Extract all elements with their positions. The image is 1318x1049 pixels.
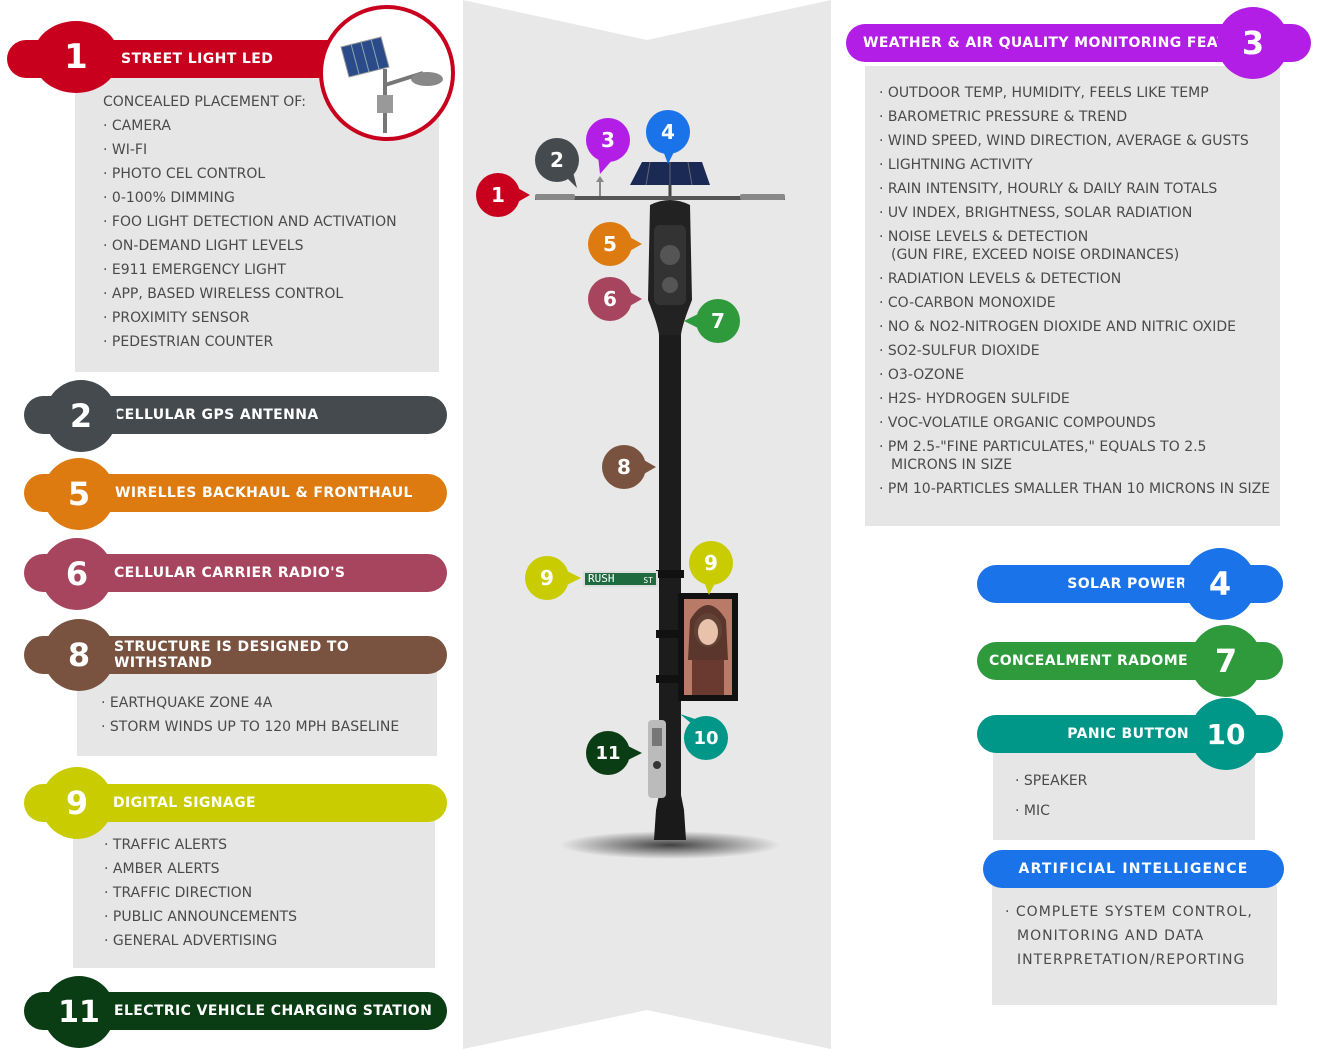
list-item: ON-DEMAND LIGHT LEVELS [103,234,397,258]
list-item: RADIATION LEVELS & DETECTION [879,267,1270,291]
digital-signage-list: TRAFFIC ALERTS AMBER ALERTS TRAFFIC DIRE… [104,833,297,953]
street-sign: RUSH ST [583,571,658,587]
list-item: UV INDEX, BRIGHTNESS, SOLAR RADIATION [879,201,1270,225]
list-item: COMPLETE SYSTEM CONTROL, [1005,900,1253,924]
list-item: VOC-VOLATILE ORGANIC COMPOUNDS [879,411,1270,435]
street-light-list: CONCEALED PLACEMENT OF: CAMERA WI-FI PHO… [103,90,397,354]
list-item: PHOTO CEL CONTROL [103,162,397,186]
backhaul-title: WIRELLES BACKHAUL & FRONTHAUL [115,485,413,501]
list-item: PM 10-PARTICLES SMALLER THAN 10 MICRONS … [879,477,1270,501]
pin-9-sign: 9 [525,556,585,600]
list-item: O3-OZONE [879,363,1270,387]
badge-6: 6 [41,538,113,610]
list-item: TRAFFIC DIRECTION [104,881,297,905]
list-item: EARTHQUAKE ZONE 4A [101,691,399,715]
pin-11: 11 [586,731,646,775]
ev-charging-title: ELECTRIC VEHICLE CHARGING STATION [114,1003,433,1019]
list-item: STORM WINDS UP TO 120 MPH BASELINE [101,715,399,739]
badge-3: 3 [1217,7,1289,79]
street-light-intro: CONCEALED PLACEMENT OF: [103,94,306,110]
badge-11: 11 [43,976,115,1048]
structure-list: EARTHQUAKE ZONE 4A STORM WINDS UP TO 120… [101,691,399,739]
pin-2: 2 [535,138,579,194]
list-item: E911 EMERGENCY LIGHT [103,258,397,282]
ai-banner: ARTIFICIAL INTELLIGENCE [983,850,1284,888]
list-item: WI-FI [103,138,397,162]
street-light-title: STREET LIGHT LED [121,51,274,67]
pin-5: 5 [588,222,644,266]
ai-list: COMPLETE SYSTEM CONTROL, MONITORING AND … [1005,900,1253,972]
badge-1: 1 [33,21,119,93]
badge-10: 10 [1190,698,1262,770]
panic-button-title: PANIC BUTTON [1067,726,1189,742]
solar-light-icon [340,36,443,133]
carrier-radio-title: CELLULAR CARRIER RADIO'S [114,565,346,581]
pin-6: 6 [588,277,644,321]
list-item: AMBER ALERTS [104,857,297,881]
structure-title: STRUCTURE IS DESIGNED TO WITHSTAND [114,639,350,671]
street-sign-suffix: ST [643,576,653,585]
list-item-continuation: (GUN FIRE, EXCEED NOISE ORDINANCES) [891,247,1180,263]
badge-8: 8 [43,619,115,691]
badge-4: 4 [1184,548,1256,620]
list-item-continuation: MICRONS IN SIZE [891,457,1013,473]
pin-3: 3 [586,118,630,174]
street-sign-name: RUSH [588,572,615,585]
gps-antenna-title: CELLULAR GPS ANTENNA [114,407,319,423]
list-item: OUTDOOR TEMP, HUMIDITY, FEELS LIKE TEMP [879,81,1270,105]
badge-2: 2 [45,380,117,452]
ai-title: ARTIFICIAL INTELLIGENCE [1018,861,1249,877]
list-item: PUBLIC ANNOUNCEMENTS [104,905,297,929]
pin-1: 1 [476,173,532,217]
list-item: BAROMETRIC PRESSURE & TREND [879,105,1270,129]
list-item: PM 2.5-"FINE PARTICULATES," EQUALS TO 2.… [879,438,1270,456]
list-item: PROXIMITY SENSOR [103,306,397,330]
list-item: FOO LIGHT DETECTION AND ACTIVATION [103,210,397,234]
center-ribbon [463,0,831,1049]
badge-7: 7 [1190,625,1262,697]
list-item: SPEAKER [1015,766,1088,796]
smart-pole-illustration [535,161,785,859]
list-item: SO2-SULFUR DIOXIDE [879,339,1270,363]
pin-8: 8 [602,445,658,489]
list-item-continuation: INTERPRETATION/REPORTING [1017,952,1246,968]
badge-5: 5 [43,458,115,530]
pin-7: 7 [684,299,744,343]
pin-10: 10 [680,712,728,762]
list-item: 0-100% DIMMING [103,186,397,210]
list-item: CAMERA [103,114,397,138]
weather-title: WEATHER & AIR QUALITY MONITORING FEATURE… [863,35,1271,51]
pin-9-screen: 9 [689,541,733,597]
list-item: CO-CARBON MONOXIDE [879,291,1270,315]
list-item-continuation: MONITORING AND DATA [1017,928,1205,944]
list-item: WIND SPEED, WIND DIRECTION, AVERAGE & GU… [879,129,1270,153]
solar-power-title: SOLAR POWER [1067,576,1187,592]
list-item: NOISE LEVELS & DETECTION [879,228,1270,246]
list-item: PEDESTRIAN COUNTER [103,330,397,354]
weather-list: OUTDOOR TEMP, HUMIDITY, FEELS LIKE TEMP … [879,81,1270,501]
panic-button-list: SPEAKER MIC [1015,766,1088,826]
list-item: LIGHTNING ACTIVITY [879,153,1270,177]
list-item: NO & NO2-NITROGEN DIOXIDE AND NITRIC OXI… [879,315,1270,339]
list-item: MIC [1015,796,1087,826]
list-item: H2S- HYDROGEN SULFIDE [879,387,1270,411]
list-item: RAIN INTENSITY, HOURLY & DAILY RAIN TOTA… [879,177,1270,201]
list-item: TRAFFIC ALERTS [104,833,297,857]
badge-9: 9 [41,767,113,839]
radome-title: CONCEALMENT RADOME [989,653,1188,669]
digital-signage-title: DIGITAL SIGNAGE [113,795,257,811]
list-item: GENERAL ADVERTISING [104,929,297,953]
list-item: APP, BASED WIRELESS CONTROL [103,282,397,306]
pin-4: 4 [646,110,690,166]
